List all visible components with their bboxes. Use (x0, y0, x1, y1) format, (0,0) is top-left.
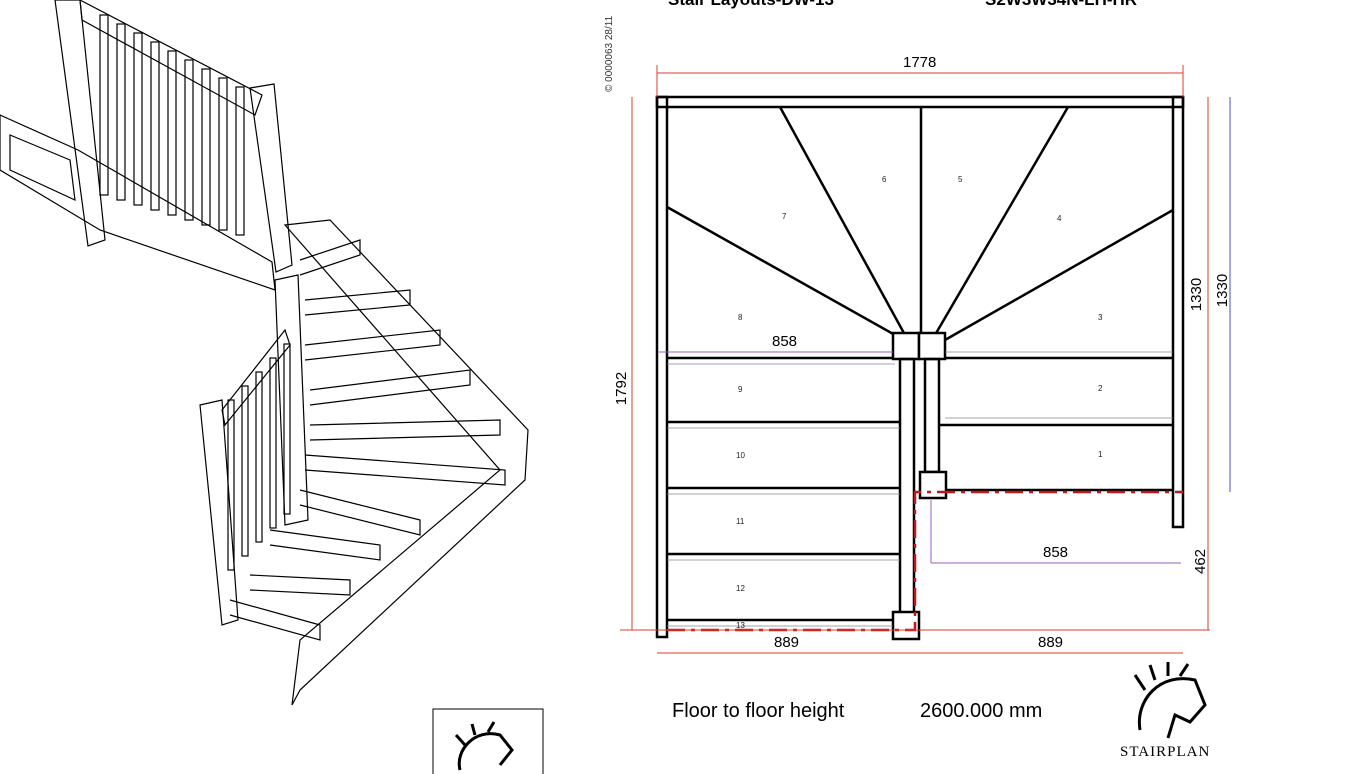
baluster (184, 59, 194, 221)
stair-tread (299, 489, 421, 536)
stair-tread (304, 289, 411, 316)
baluster (150, 41, 160, 211)
dim-lower-landing: 858 (1043, 544, 1069, 561)
baluster (116, 23, 126, 201)
dim-left-height: 1792 (613, 371, 631, 406)
step-number: 11 (736, 517, 745, 526)
step-number: 5 (958, 175, 963, 184)
baluster (283, 343, 291, 515)
brand-name: STAIRPLAN (1120, 744, 1211, 760)
step-number: 2 (1098, 384, 1103, 393)
dim-right-inner: 1330 (1188, 277, 1206, 312)
step-number: 3 (1098, 313, 1103, 322)
baluster (218, 77, 228, 231)
plan-view (655, 95, 1185, 641)
dim-bottom-right-width: 889 (1038, 634, 1064, 651)
step-number: 10 (736, 451, 745, 460)
baluster (167, 50, 177, 216)
dim-right-outer: 1330 (1214, 273, 1232, 308)
dim-bottom-left: 889 (774, 634, 800, 651)
step-number: 4 (1057, 214, 1062, 223)
model-code: S2W3W34N-LH-HR (985, 0, 1137, 10)
layout-title: Stair Layouts-DW-13 (668, 0, 834, 10)
stair-tread (309, 369, 471, 406)
step-number: 8 (738, 313, 743, 322)
step-number: 1 (1098, 450, 1103, 459)
step-number: 13 (736, 621, 745, 630)
baluster (269, 357, 277, 529)
stair-3d-view (0, 0, 529, 706)
dim-bottom-right: 462 (1192, 548, 1210, 575)
baluster (201, 68, 211, 226)
stair-tread (304, 329, 441, 361)
baluster (241, 385, 249, 557)
floor-height-value: 2600.000 mm (920, 700, 1043, 722)
stair-tread (229, 599, 321, 641)
dimension-lines (620, 65, 1210, 654)
floor-height-label: Floor to floor height (672, 700, 845, 722)
stair-tread (269, 529, 381, 561)
stair-tread (309, 419, 501, 441)
baluster (133, 32, 143, 206)
stair-tread (249, 574, 351, 596)
baluster (99, 14, 109, 196)
step-number: 6 (882, 175, 887, 184)
baluster (235, 86, 245, 236)
baluster (255, 371, 263, 543)
dim-top-width: 1778 (903, 54, 937, 71)
stair-tread (299, 239, 361, 276)
stair-tread (304, 454, 506, 486)
walkline (667, 490, 1183, 632)
step-number: 9 (738, 385, 743, 394)
step-number: 7 (782, 212, 787, 221)
dim-upper-landing: 858 (772, 333, 798, 350)
step-number: 12 (736, 584, 745, 593)
